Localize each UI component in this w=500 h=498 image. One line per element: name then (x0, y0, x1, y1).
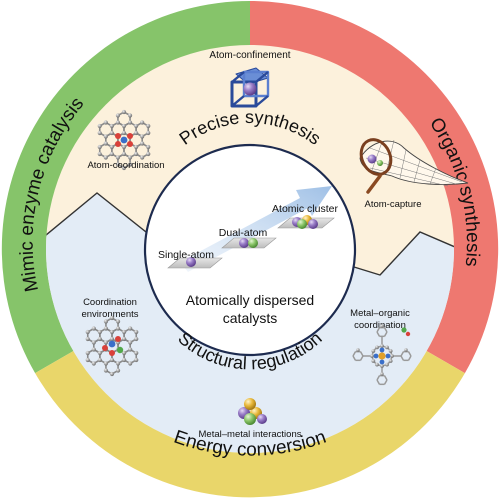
label-atom-confinement: Atom-confinement (209, 50, 290, 61)
atom-cluster-icon (238, 398, 267, 425)
label-coordination-line1: Coordination (83, 297, 137, 308)
label-coordination-line2: environments (81, 309, 138, 320)
catching-net-icon (359, 138, 469, 194)
label-metal-metal: Metal–metal interactions (199, 429, 302, 440)
graphene-lattice-icon (85, 315, 139, 377)
growth-arrow-icon (180, 186, 332, 272)
cluster-ball-3 (297, 219, 307, 229)
step-label-single-atom: Single-atom (158, 249, 214, 261)
graphene-lattice-icon (97, 109, 151, 171)
dual-atom-ball-1 (239, 238, 249, 248)
porphyrin-icon (352, 324, 412, 386)
center-title-line2: catalysts (223, 310, 277, 326)
center-title-line1: Atomically dispersed (186, 292, 314, 308)
dual-atom-ball-2 (248, 238, 258, 248)
label-metal-organic-line1: Metal–organic (350, 308, 410, 319)
label-atom-coordination: Atom-coordination (87, 160, 164, 171)
staircase: Single-atom Dual-atom Atomic cluster (158, 186, 338, 272)
label-atom-capture: Atom-capture (364, 199, 421, 210)
step-label-dual-atom: Dual-atom (219, 227, 268, 239)
cube-cage-icon (230, 67, 270, 108)
cluster-ball-4 (308, 219, 318, 229)
single-atom-ball (186, 257, 196, 267)
label-metal-organic-line2: coordination (354, 320, 406, 331)
step-label-atomic-cluster: Atomic cluster (272, 203, 338, 215)
